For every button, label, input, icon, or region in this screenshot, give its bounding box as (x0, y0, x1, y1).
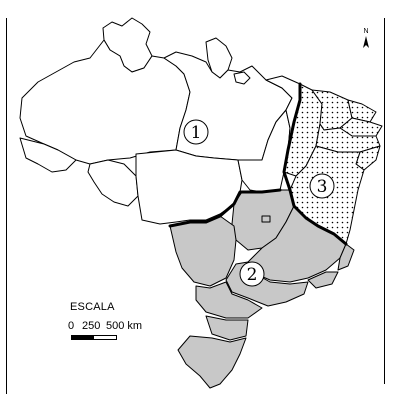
state-espirito-santo (337, 243, 355, 271)
scale-title: ESCALA (70, 301, 115, 313)
border-region-2-3 (288, 188, 348, 246)
state-distrito-federal (261, 215, 271, 223)
state-rio-grande-do-norte (347, 99, 377, 123)
scale-tick-500: 500 km (106, 320, 143, 332)
border-region-1-3 (282, 82, 302, 192)
svg-text:3: 3 (317, 177, 328, 197)
north-label: N (363, 28, 369, 35)
north-arrow-icon: N (360, 28, 372, 50)
region-label-1: 1 (183, 119, 209, 145)
state-rondonia (87, 159, 139, 207)
border-region-1-2 (168, 188, 282, 228)
scale-tick-0: 0 (68, 320, 75, 332)
state-rio-grande-do-sul (177, 335, 247, 389)
state-acre (19, 137, 77, 173)
region-label-2: 2 (239, 261, 265, 287)
svg-text:2: 2 (247, 265, 258, 285)
state-santa-catarina (205, 315, 249, 341)
scale-bar-black-segment (72, 336, 94, 339)
scale-bar-icon (71, 335, 117, 340)
state-mato-grosso-do-sul (169, 215, 237, 287)
state-mato-grosso (135, 149, 243, 225)
region-label-3: 3 (309, 173, 335, 199)
svg-text:1: 1 (191, 123, 202, 143)
frame-right-edge (384, 18, 385, 384)
scale-tick-250: 250 (82, 320, 101, 332)
state-rio-de-janeiro (307, 271, 339, 289)
island-marajo (233, 71, 251, 85)
state-parana (195, 281, 263, 319)
frame-left-edge (6, 18, 7, 394)
